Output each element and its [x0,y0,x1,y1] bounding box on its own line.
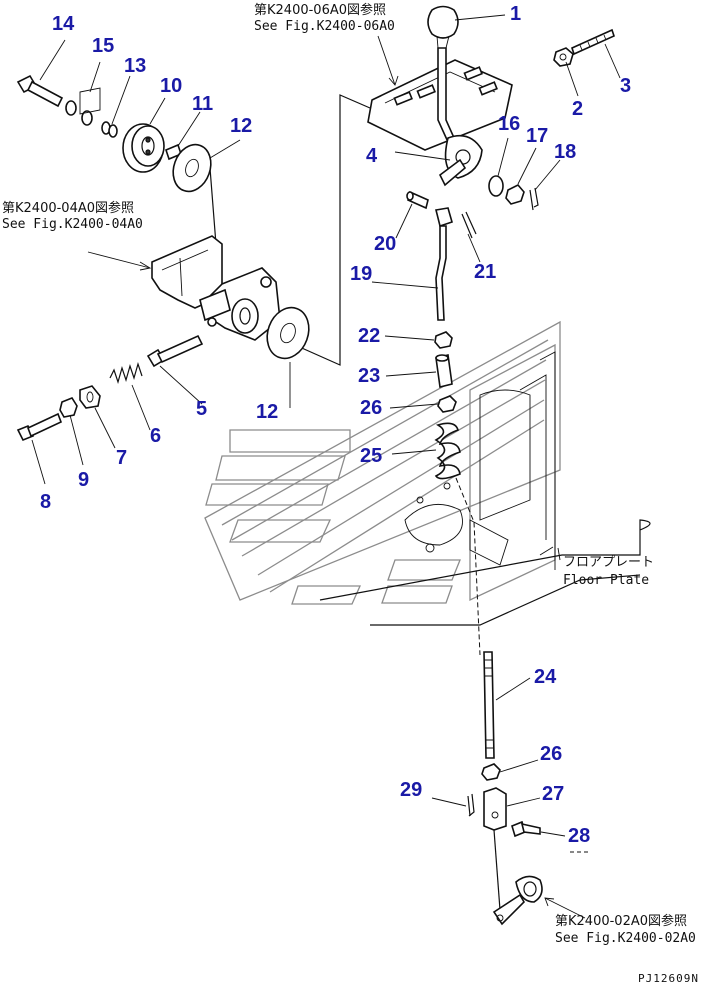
callout-5: 5 [196,398,207,420]
coupling-23 [435,354,453,388]
washer-16 [488,175,504,197]
callout-4: 4 [366,145,378,167]
pin-28 [511,820,541,838]
top-ref-jp: 第K2400-06A0図参照 [254,2,386,18]
callout-1: 1 [510,3,521,25]
callout-14: 14 [52,13,75,35]
cotter-pin-21 [461,211,477,239]
callout-26b: 26 [540,743,562,765]
callout-12b: 12 [256,401,278,423]
cab-body-outline [204,320,651,626]
callout-6: 6 [150,425,161,447]
nut-9 [59,397,78,418]
washer-15 [65,87,101,126]
callout-leaders [31,14,621,837]
washer-12a [172,143,212,193]
callout-24: 24 [534,666,557,688]
lever-knob [427,5,459,49]
rod-24 [483,651,495,759]
nut-22 [434,331,453,349]
callout-9: 9 [78,469,89,491]
pivot-bracket [151,235,281,341]
callout-13: 13 [124,55,146,77]
bushing-10 [122,123,165,173]
floor-plate-en: Floor Plate [563,573,649,588]
callout-27: 27 [542,783,564,805]
callout-26a: 26 [360,397,382,419]
callout-15: 15 [92,35,114,57]
pin-20 [406,190,429,210]
washer-13 [101,121,118,138]
clevis-27 [483,787,507,831]
leader-floor-plate [557,547,561,561]
callout-11: 11 [192,93,213,115]
shift-lever [437,47,483,187]
callout-28: 28 [568,825,590,847]
floor-plate-jp: フロアプレート [563,555,654,570]
leader-left-ref [87,251,151,269]
left-ref-en: See Fig.K2400-04A0 [2,217,143,232]
callout-16: 16 [498,113,520,135]
nut-2 [553,47,574,67]
callout-22: 22 [358,325,380,347]
callout-2: 2 [572,98,583,120]
callout-10: 10 [160,75,182,97]
spring-6 [109,361,143,385]
bolt-8 [16,412,63,442]
boot-25 [434,422,461,480]
callout-3: 3 [620,75,631,97]
callout-17: 17 [526,125,548,147]
callout-20: 20 [374,233,396,255]
drawing-code: PJ12609N [638,972,699,985]
bolt-5 [146,334,204,368]
bottom-ref-jp: 第K2400-02A0図参照 [555,913,687,929]
callout-23: 23 [358,365,380,387]
leader-top-ref [377,35,396,86]
leader-bottom-ref [544,897,586,919]
callout-29: 29 [400,779,422,801]
rod-19 [435,207,453,321]
collar-7 [79,385,101,409]
callout-21: 21 [474,261,496,283]
nut-17 [505,184,525,205]
callout-8: 8 [40,491,51,513]
left-ref-jp: 第K2400-04A0図参照 [2,200,134,216]
washer-12b [266,306,310,360]
callout-19: 19 [350,263,372,285]
top-ref-en: See Fig.K2400-06A0 [254,19,395,34]
nut-26a [437,395,457,413]
bottom-ref-en: See Fig.K2400-02A0 [555,931,696,946]
lower-linkage [492,829,543,926]
nut-26b [481,763,501,781]
bolt-3 [571,28,615,56]
callout-numbers: 1 2 3 4 5 6 7 8 9 10 11 12 12 13 14 15 1… [40,3,631,847]
bolt-14 [16,74,64,108]
rod-path-dashed [455,477,481,656]
callout-12a: 12 [230,115,252,137]
cotter-pin-18 [529,187,539,211]
callout-7: 7 [116,447,127,469]
cotter-pin-29 [467,793,475,817]
assembly-leader [294,94,371,366]
callout-25: 25 [360,445,382,467]
callout-18: 18 [554,141,576,163]
